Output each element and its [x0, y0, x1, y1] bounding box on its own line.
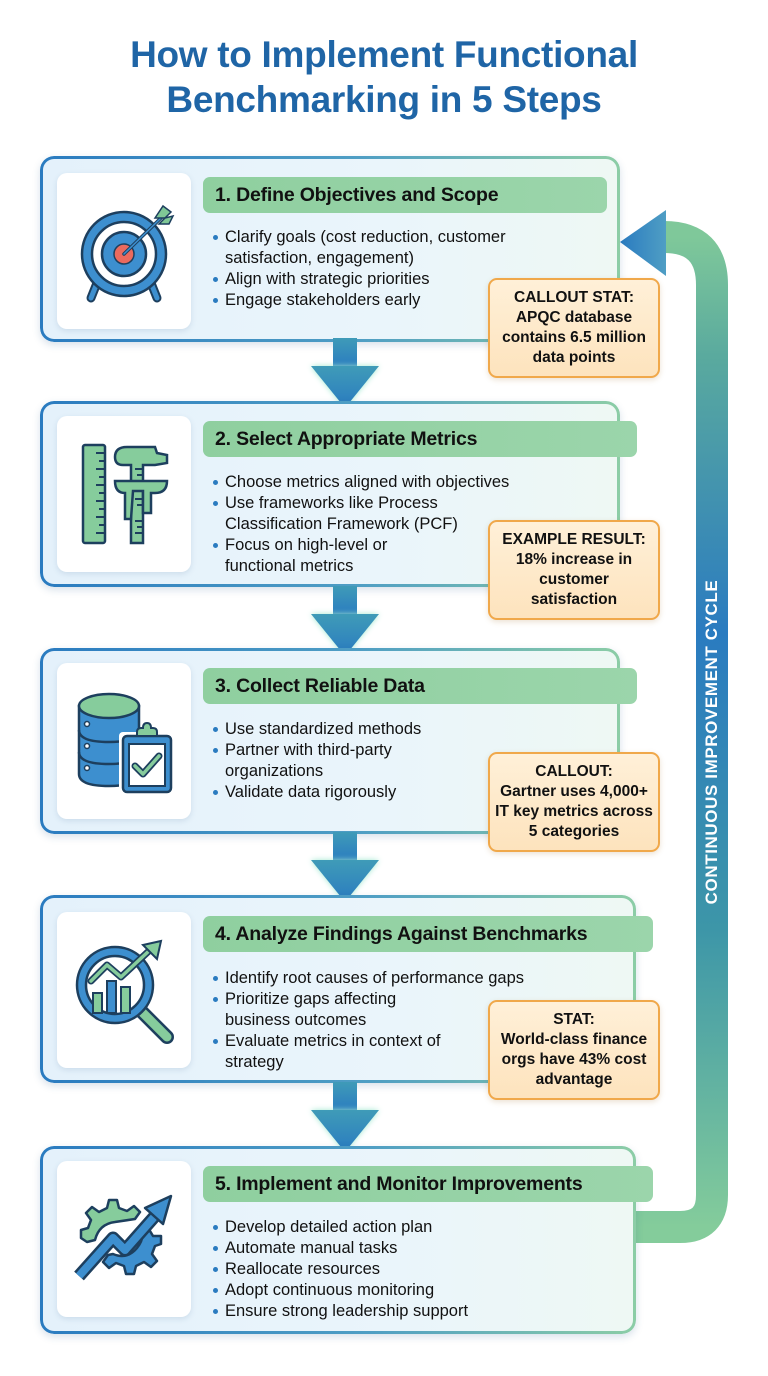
icon-tile	[57, 416, 191, 572]
step-heading: 2. Select Appropriate Metrics	[203, 421, 637, 457]
icon-tile	[57, 663, 191, 819]
icon-tile	[57, 173, 191, 329]
step-heading: 1. Define Objectives and Scope	[203, 177, 607, 213]
magnifier-chart-icon	[75, 939, 174, 1044]
callout-box: EXAMPLE RESULT: 18% increase in customer…	[488, 520, 660, 620]
callout-box: STAT: World-class finance orgs have 43% …	[488, 1000, 660, 1100]
bullet-item: Choose metrics aligned with objectives	[211, 472, 551, 493]
target-arrow-icon	[80, 204, 175, 303]
callout-label: CALLOUT STAT:	[514, 289, 634, 306]
step-heading: 5. Implement and Monitor Improvements	[203, 1166, 653, 1202]
down-arrow-icon	[311, 338, 379, 408]
step-bullets: Use standardized methods Partner with th…	[211, 719, 511, 803]
bullet-item: Use standardized methods	[211, 719, 511, 740]
step-bullets: Identify root causes of performance gaps…	[211, 968, 571, 1073]
step-bullets: Develop detailed action plan Automate ma…	[211, 1217, 591, 1322]
bullet-item: Focus on high-level or functional metric…	[211, 535, 391, 577]
bullet-item: Identify root causes of performance gaps	[211, 968, 571, 989]
title-line-2: Benchmarking in 5 Steps	[166, 79, 602, 120]
callout-text: World-class finance orgs have 43% cost a…	[500, 1031, 648, 1088]
step-heading: 3. Collect Reliable Data	[203, 668, 637, 704]
callout-text: APQC database contains 6.5 million data …	[502, 309, 646, 366]
bullet-item: Partner with third-party organizations	[211, 740, 411, 782]
icon-tile	[57, 1161, 191, 1317]
gear-trend-arrow-icon	[74, 1194, 173, 1281]
callout-box: CALLOUT STAT: APQC database contains 6.5…	[488, 278, 660, 378]
bullet-item: Ensure strong leadership support	[211, 1301, 591, 1322]
step-bullets: Clarify goals (cost reduction, customer …	[211, 227, 541, 311]
callout-label: CALLOUT:	[535, 763, 613, 780]
step-bullets: Choose metrics aligned with objectives U…	[211, 472, 551, 577]
ruler-caliper-icon	[81, 443, 169, 545]
bullet-item: Align with strategic priorities	[211, 269, 541, 290]
callout-box: CALLOUT: Gartner uses 4,000+ IT key metr…	[488, 752, 660, 852]
cycle-arrowhead-icon	[620, 210, 666, 276]
callout-label: EXAMPLE RESULT:	[502, 531, 646, 548]
title-line-1: How to Implement Functional	[130, 34, 638, 75]
callout-text: Gartner uses 4,000+ IT key metrics acros…	[495, 783, 653, 840]
bullet-item: Clarify goals (cost reduction, customer …	[211, 227, 541, 269]
step-card-5: 5. Implement and Monitor Improvements De…	[40, 1146, 653, 1334]
callout-text: 18% increase in customer satisfaction	[515, 551, 633, 608]
bullet-item: Adopt continuous monitoring	[211, 1280, 591, 1301]
bullet-item: Automate manual tasks	[211, 1238, 591, 1259]
down-arrow-icon	[311, 1082, 379, 1152]
icon-tile	[57, 912, 191, 1068]
bullet-item: Use frameworks like Process Classificati…	[211, 493, 461, 535]
bullet-item: Prioritize gaps affecting business outco…	[211, 989, 411, 1031]
step-heading: 4. Analyze Findings Against Benchmarks	[203, 916, 653, 952]
down-arrow-icon	[311, 832, 379, 902]
page-title: How to Implement Functional Benchmarking…	[0, 32, 768, 122]
bullet-item: Reallocate resources	[211, 1259, 591, 1280]
bullet-item: Evaluate metrics in context of strategy	[211, 1031, 441, 1073]
database-clipboard-check-icon	[77, 692, 175, 794]
down-arrow-icon	[311, 586, 379, 656]
callout-label: STAT:	[553, 1011, 595, 1028]
cycle-label: CONTINUOUS IMPROVEMENT CYCLE	[702, 579, 721, 905]
bullet-item: Develop detailed action plan	[211, 1217, 591, 1238]
bullet-item: Engage stakeholders early	[211, 290, 541, 311]
bullet-item: Validate data rigorously	[211, 782, 511, 803]
